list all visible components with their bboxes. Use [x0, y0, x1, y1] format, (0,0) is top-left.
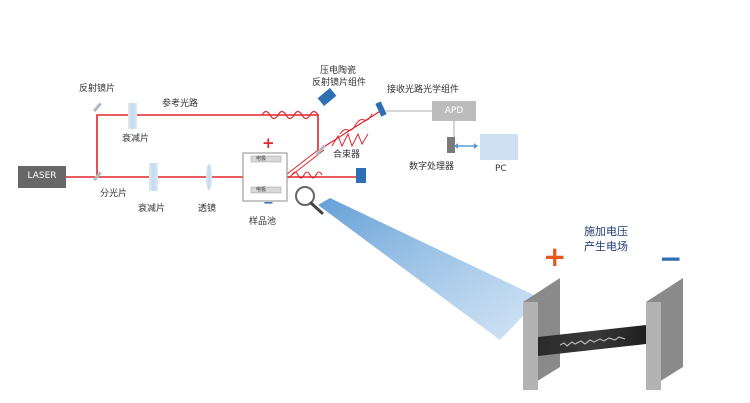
- field-label-line2: 产生电场: [584, 240, 628, 253]
- reference-beam-wave: [261, 110, 319, 120]
- electrode-bottom: [250, 186, 282, 194]
- magnifier-handle: [309, 201, 324, 215]
- zoom-minus-sign: −: [659, 242, 683, 275]
- sample-plus-sign: +: [262, 134, 275, 152]
- attenuator-bottom: [149, 163, 158, 191]
- zoom-plate-left: [523, 302, 538, 390]
- attenuator-bottom-label: 衰减片: [138, 204, 166, 214]
- dsp-box: [447, 137, 455, 153]
- beam-splitter: [93, 171, 102, 182]
- dsp-label: 数字处理器: [409, 162, 455, 172]
- combiner-mirror: [315, 144, 326, 156]
- mirror-label: 反射镜片: [79, 84, 116, 94]
- piezo-label-line2: 反射镜片组件: [312, 78, 367, 88]
- electrode-top-label: 电极: [256, 156, 267, 162]
- sample-cell-label: 样品池: [249, 217, 277, 227]
- receiver-label: 接收光路光学组件: [387, 85, 460, 95]
- lens-label: 透镜: [198, 204, 217, 214]
- combined-beam-wave-2: [339, 113, 373, 135]
- zoom-spotlight: [318, 198, 540, 340]
- beam-splitter-label: 分光片: [100, 189, 128, 199]
- mirror-top: [93, 102, 102, 113]
- piezo-mirror-block: [317, 88, 337, 106]
- combiner-label: 合束器: [333, 150, 361, 160]
- sample-minus-sign: −: [263, 196, 274, 211]
- attenuator-top: [128, 103, 137, 129]
- detector: [356, 168, 366, 183]
- reference-path-label: 参考光路: [162, 99, 199, 109]
- apd-label: APD: [444, 106, 464, 116]
- zoom-plus-sign: +: [543, 240, 567, 273]
- laser-box: [18, 166, 66, 188]
- receiver-optic: [375, 101, 387, 117]
- laser-label: LASER: [27, 171, 57, 181]
- laser-beams: [66, 109, 383, 179]
- apd-box: [432, 101, 476, 121]
- pc-box: [480, 134, 518, 160]
- electrode-top: [250, 155, 282, 163]
- lens: [206, 164, 212, 190]
- zoom-plate-right: [646, 302, 661, 390]
- field-label-line1: 施加电压: [584, 225, 628, 238]
- pc-label: PC: [495, 164, 507, 174]
- magnifier-lens: [295, 186, 315, 206]
- attenuator-top-label: 衰减片: [122, 134, 150, 144]
- combined-beam-wave-1: [331, 132, 369, 148]
- electrode-bottom-label: 电极: [256, 187, 267, 193]
- piezo-label-line1: 压电陶瓷: [320, 66, 357, 76]
- zoom-particles: [559, 336, 626, 347]
- sample-beam-wave: [291, 171, 323, 179]
